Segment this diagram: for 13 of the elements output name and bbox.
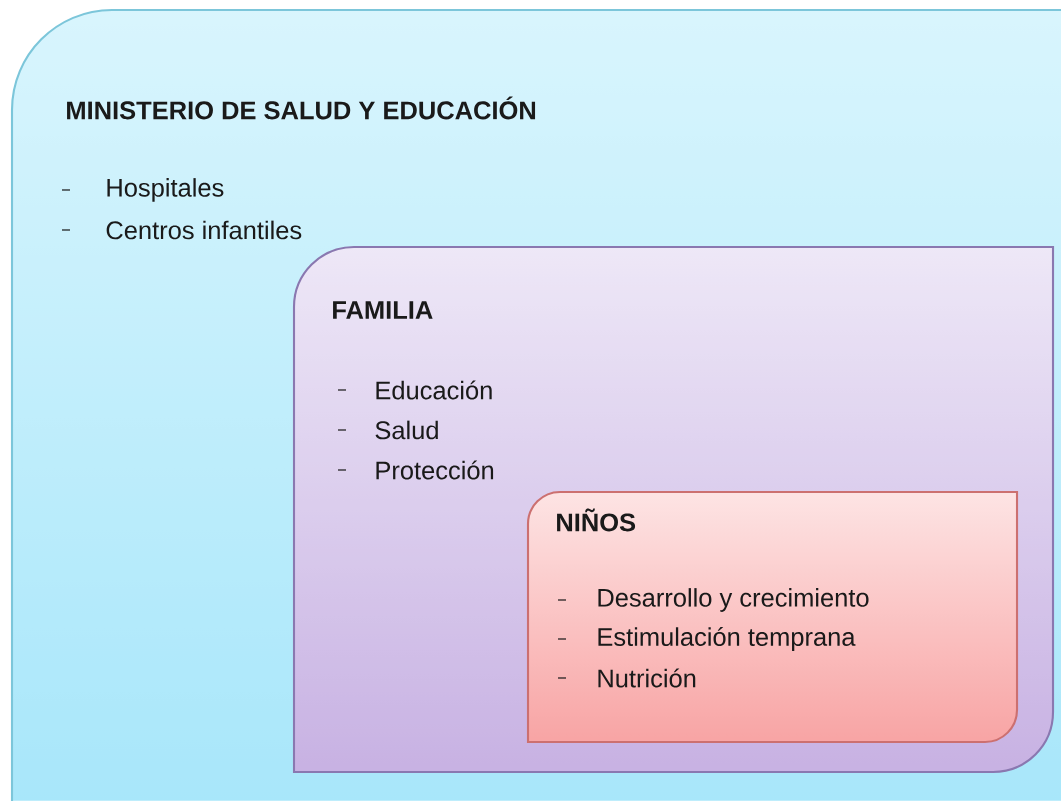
list-item: Nutrición — [557, 668, 696, 688]
list-item: Hospitales — [61, 178, 224, 202]
list-item: Protección — [337, 460, 494, 480]
list-item: Desarrollo y crecimiento — [557, 588, 869, 612]
heading: NIÑOS — [557, 508, 636, 532]
list-item: Estimulación temprana — [557, 626, 856, 652]
heading: MINISTERIO DE SALUD Y EDUCACIÓN — [67, 96, 536, 120]
panel — [10, 8, 1061, 801]
list-item: Educación — [337, 380, 492, 400]
panel — [526, 490, 1019, 744]
list-item: Centros infantiles — [61, 220, 302, 240]
heading: FAMILIA — [333, 301, 433, 319]
list-item: Salud — [337, 420, 438, 440]
